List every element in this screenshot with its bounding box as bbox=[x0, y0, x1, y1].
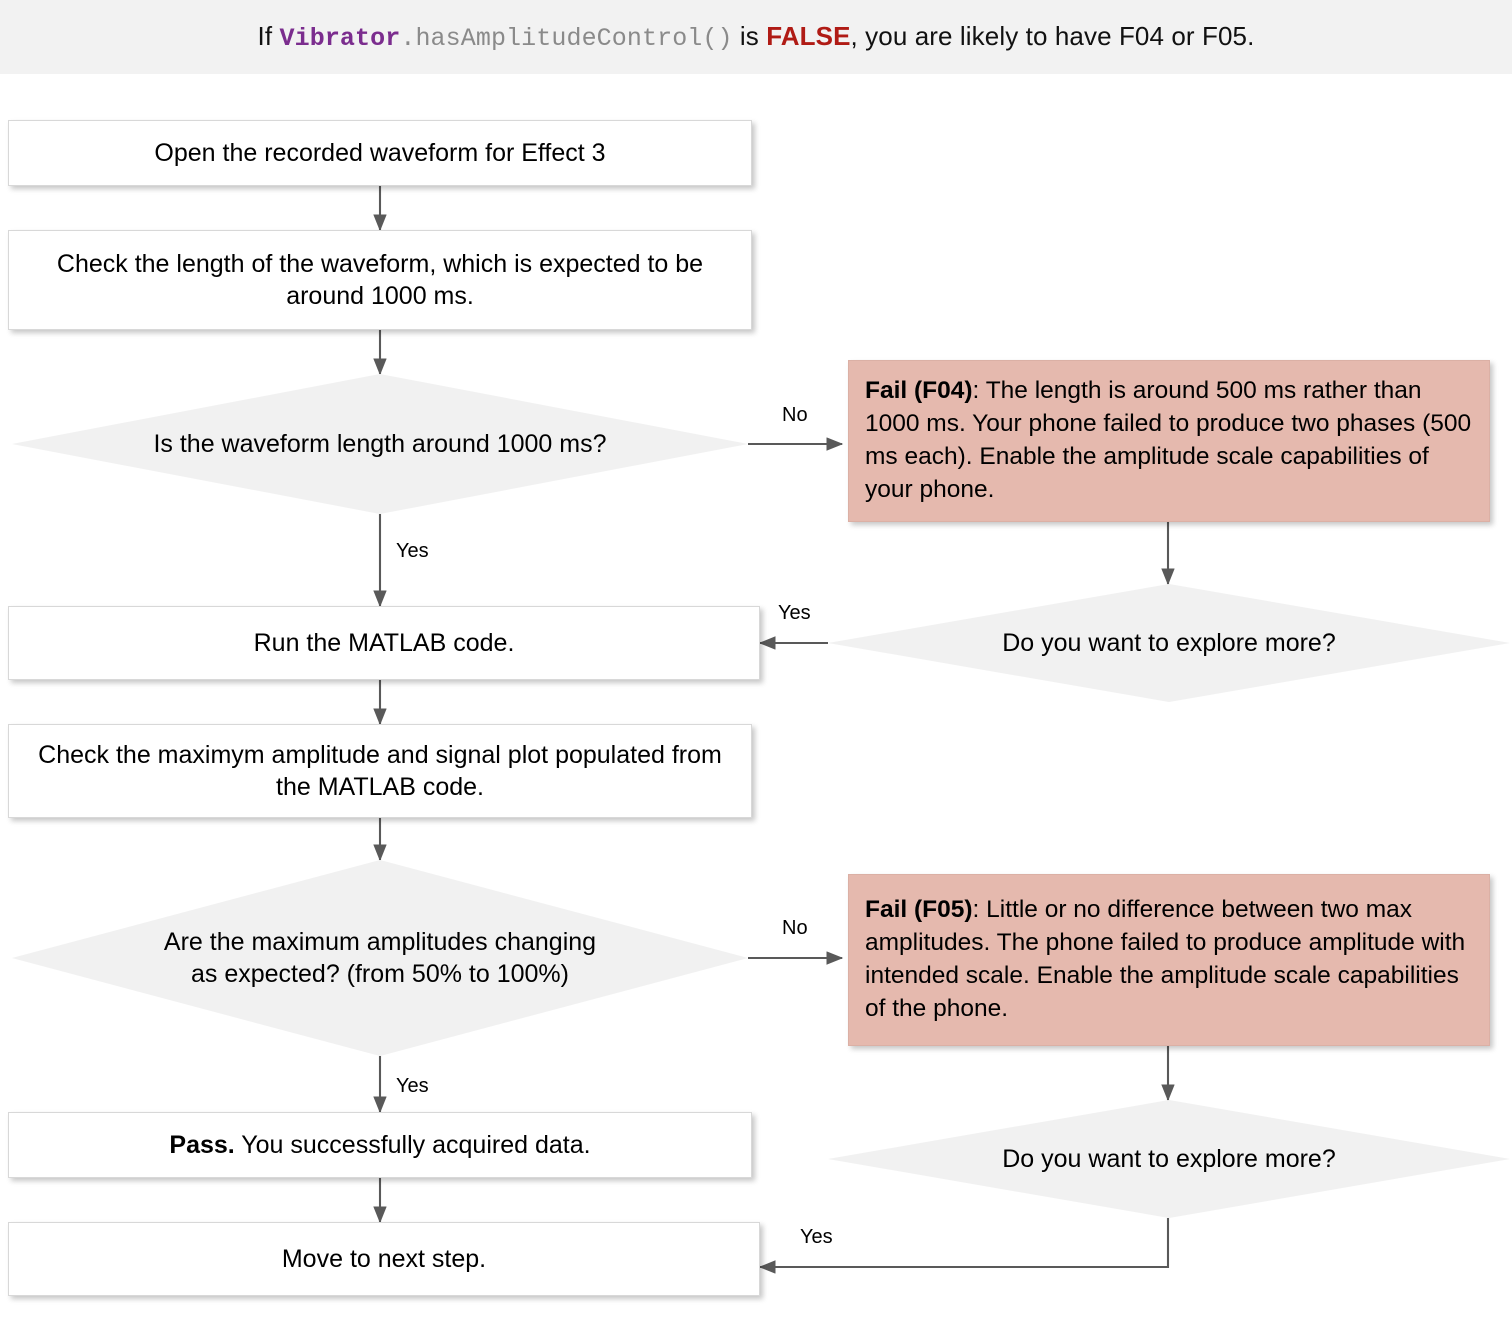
boolean-false-value: FALSE bbox=[766, 21, 851, 51]
node-open-waveform[interactable]: Open the recorded waveform for Effect 3 bbox=[8, 120, 752, 186]
node-fail-f05[interactable]: Fail (F05): Little or no difference betw… bbox=[848, 874, 1490, 1046]
edge-label-explore-bottom-yes: Yes bbox=[800, 1226, 833, 1248]
node-pass-text: Pass. You successfully acquired data. bbox=[169, 1129, 590, 1161]
node-check-amplitude[interactable]: Check the maximym amplitude and signal p… bbox=[8, 724, 752, 818]
node-open-waveform-label: Open the recorded waveform for Effect 3 bbox=[154, 139, 606, 167]
header-suffix: , you are likely to have F04 or F05. bbox=[850, 21, 1255, 51]
node-run-matlab[interactable]: Run the MATLAB code. bbox=[8, 606, 760, 680]
node-decision-amplitude-label: Are the maximum amplitudes changing as e… bbox=[163, 927, 597, 989]
header-prefix: If bbox=[257, 21, 280, 51]
node-check-length[interactable]: Check the length of the waveform, which … bbox=[8, 230, 752, 330]
node-check-length-label: Check the length of the waveform, which … bbox=[56, 250, 704, 310]
node-check-amplitude-label: Check the maximym amplitude and signal p… bbox=[38, 741, 722, 801]
node-explore-more-bottom[interactable]: Do you want to explore more? bbox=[828, 1100, 1510, 1218]
edge-label-amplitude-yes: Yes bbox=[396, 1075, 429, 1097]
node-fail-f04-text: Fail (F04): The length is around 500 ms … bbox=[865, 375, 1473, 506]
node-decision-amplitude[interactable]: Are the maximum amplitudes changing as e… bbox=[12, 860, 748, 1056]
node-pass-body: You successfully acquired data. bbox=[234, 1131, 591, 1159]
edge-label-explore-top-yes: Yes bbox=[778, 602, 811, 624]
node-explore-more-top-label: Do you want to explore more? bbox=[1002, 628, 1336, 657]
node-fail-f05-label: Fail (F05) bbox=[865, 896, 973, 924]
edge-label-length-yes: Yes bbox=[396, 540, 429, 562]
node-fail-f04-body: : The length is around 500 ms rather tha… bbox=[865, 377, 1472, 503]
node-explore-more-bottom-label: Do you want to explore more? bbox=[1002, 1144, 1336, 1173]
flowchart-canvas: Open the recorded waveform for Effect 3 … bbox=[0, 74, 1512, 1320]
header-banner: If Vibrator.hasAmplitudeControl() is FAL… bbox=[0, 0, 1512, 74]
node-pass-label: Pass. bbox=[169, 1131, 235, 1159]
node-fail-f04[interactable]: Fail (F04): The length is around 500 ms … bbox=[848, 360, 1490, 522]
header-mid: is bbox=[732, 21, 767, 51]
code-class-name: Vibrator bbox=[279, 24, 401, 53]
node-next-step[interactable]: Move to next step. bbox=[8, 1222, 760, 1296]
node-fail-f05-body: : Little or no difference between two ma… bbox=[865, 896, 1466, 1022]
node-decision-waveform-length-label: Is the waveform length around 1000 ms? bbox=[153, 429, 607, 458]
node-decision-waveform-length[interactable]: Is the waveform length around 1000 ms? bbox=[12, 374, 748, 514]
node-run-matlab-label: Run the MATLAB code. bbox=[253, 629, 515, 657]
node-fail-f05-text: Fail (F05): Little or no difference betw… bbox=[865, 894, 1473, 1025]
node-fail-f04-label: Fail (F04) bbox=[865, 377, 973, 405]
node-next-step-label: Move to next step. bbox=[281, 1245, 487, 1273]
node-pass[interactable]: Pass. You successfully acquired data. bbox=[8, 1112, 752, 1178]
edge-label-length-no: No bbox=[782, 404, 808, 426]
node-explore-more-top[interactable]: Do you want to explore more? bbox=[828, 584, 1510, 702]
edge-label-amplitude-no: No bbox=[782, 917, 808, 939]
header-statement: If Vibrator.hasAmplitudeControl() is FAL… bbox=[258, 21, 1255, 53]
code-method-name: .hasAmplitudeControl() bbox=[400, 24, 733, 53]
